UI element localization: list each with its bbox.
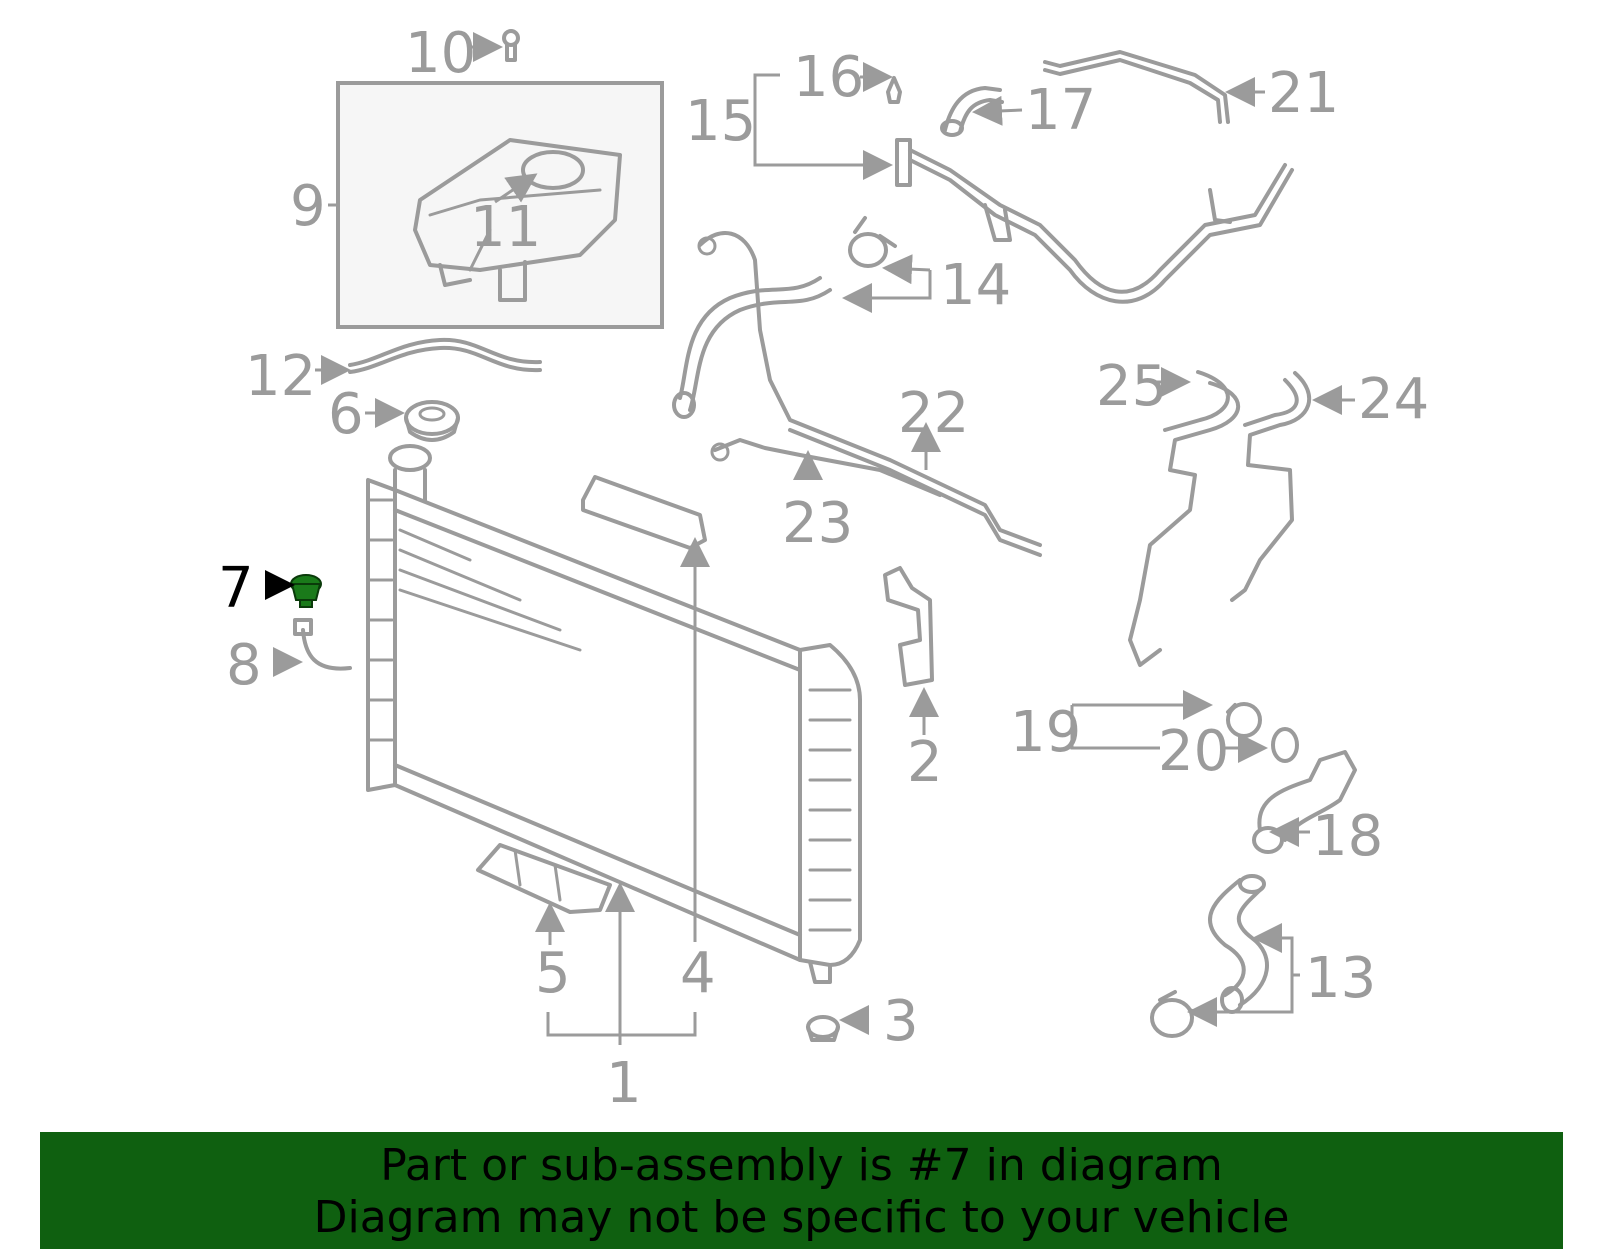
callout-23: 23 bbox=[782, 491, 853, 556]
lower-mount-5 bbox=[476, 843, 612, 914]
callout-22: 22 bbox=[898, 381, 969, 446]
bolt-part bbox=[502, 29, 520, 62]
fitting-19 bbox=[1226, 702, 1262, 738]
clamp-13 bbox=[1150, 990, 1202, 1038]
bleed-hose-8 bbox=[301, 628, 352, 671]
callout-14: 14 bbox=[940, 253, 1011, 318]
callout-15: 15 bbox=[685, 89, 756, 154]
callout-8: 8 bbox=[226, 633, 262, 698]
callout-20: 20 bbox=[1158, 719, 1229, 784]
banner-line-2: Diagram may not be specific to your vehi… bbox=[313, 1192, 1290, 1243]
callout-10: 10 bbox=[405, 21, 476, 86]
line-22 bbox=[698, 231, 1042, 547]
callout-18: 18 bbox=[1312, 804, 1383, 869]
radiator-part bbox=[366, 444, 862, 984]
upper-mount-4 bbox=[581, 475, 707, 550]
callout-21: 21 bbox=[1268, 61, 1339, 126]
line-23 bbox=[713, 438, 942, 497]
callout-6: 6 bbox=[328, 382, 364, 447]
pipe-25 bbox=[1128, 381, 1241, 667]
callout-13: 13 bbox=[1305, 946, 1376, 1011]
callout-25: 25 bbox=[1096, 354, 1167, 419]
callout-labels: 1 2 3 4 5 6 7 8 9 10 11 12 13 14 15 16 1… bbox=[218, 21, 1429, 1116]
callout-16: 16 bbox=[793, 45, 864, 110]
drain-plug-part bbox=[806, 1015, 840, 1042]
callout-24: 24 bbox=[1358, 367, 1429, 432]
bracket-2 bbox=[883, 566, 934, 687]
callout-4: 4 bbox=[680, 941, 716, 1006]
callout-7: 7 bbox=[218, 556, 254, 621]
callout-1: 1 bbox=[606, 1051, 642, 1116]
callout-2: 2 bbox=[907, 730, 943, 795]
hose-13 bbox=[1208, 874, 1269, 1014]
callout-17: 17 bbox=[1025, 78, 1096, 143]
callout-12: 12 bbox=[245, 344, 316, 409]
radiator-cap-part bbox=[404, 400, 460, 442]
o-ring-20 bbox=[1271, 727, 1299, 763]
pipe-15 bbox=[895, 138, 1294, 304]
bleeder-cap-part-highlighted bbox=[290, 574, 322, 608]
callout-5: 5 bbox=[535, 941, 571, 1006]
leader-lines bbox=[265, 32, 1355, 1045]
clamp-14 bbox=[848, 216, 897, 268]
pipe-24 bbox=[1230, 371, 1312, 602]
fitting-16 bbox=[886, 76, 902, 104]
reservoir-assembly-box bbox=[336, 81, 664, 329]
hose-14 bbox=[688, 288, 832, 412]
callout-11: 11 bbox=[470, 195, 541, 260]
callout-3: 3 bbox=[883, 989, 919, 1054]
callout-19: 19 bbox=[1010, 700, 1081, 765]
hose-12 bbox=[348, 345, 542, 374]
info-banner: Part or sub-assembly is #7 in diagram Di… bbox=[40, 1132, 1563, 1249]
parts-diagram: 1 2 3 4 5 6 7 8 9 10 11 12 13 14 15 16 1… bbox=[218, 21, 1429, 1116]
banner-line-1: Part or sub-assembly is #7 in diagram bbox=[380, 1140, 1223, 1191]
callout-9: 9 bbox=[290, 174, 326, 239]
